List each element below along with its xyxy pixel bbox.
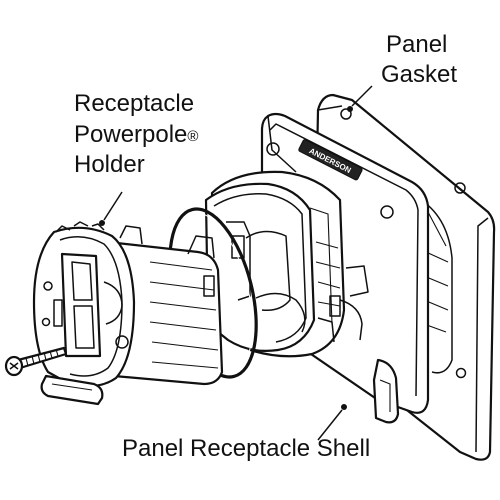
leader-dot-shell (341, 404, 347, 410)
gasket-screw-hole-top-left (340, 108, 352, 120)
leader-shell (317, 409, 343, 441)
leader-lines (99, 85, 373, 441)
holder-mount-hole-upper (43, 281, 53, 291)
shell-screw-hole-top-right (380, 205, 394, 219)
mounting-screw (4, 346, 68, 377)
gasket-screw-hole-top-right (454, 182, 466, 194)
shell-side-slot (329, 295, 341, 317)
receptacle-powerpole-holder (32, 221, 224, 406)
label-holder-line2-main: Powerpole (74, 121, 187, 148)
shell-screw-hole-top-left (266, 142, 280, 156)
label-panel-gasket-line1: Panel (386, 31, 447, 58)
shell-latch (372, 358, 400, 424)
label-holder-registered-mark: ® (187, 128, 198, 145)
label-holder-line1: Receptacle (74, 90, 194, 117)
holder-mount-hole-lower (41, 317, 51, 327)
label-panel-receptacle-shell: Panel Receptacle Shell (122, 435, 370, 462)
leader-dot-holder (99, 220, 105, 226)
holder-side-latch (203, 275, 215, 297)
holder-bottom-tab (40, 374, 104, 406)
holder-side-boss (115, 335, 129, 349)
panel-receptacle-shell: ANDERSON (204, 112, 430, 424)
leader-holder (103, 191, 123, 221)
gasket-screw-hole-bottom-right (455, 367, 467, 379)
leader-dot-panel-gasket (347, 106, 353, 112)
label-holder-line3: Holder (74, 151, 145, 178)
label-holder-line2: Powerpole® (74, 121, 198, 148)
label-panel-gasket-line2: Gasket (381, 61, 457, 88)
leader-panel-gasket (351, 85, 373, 107)
holder-left-clip (53, 299, 63, 327)
